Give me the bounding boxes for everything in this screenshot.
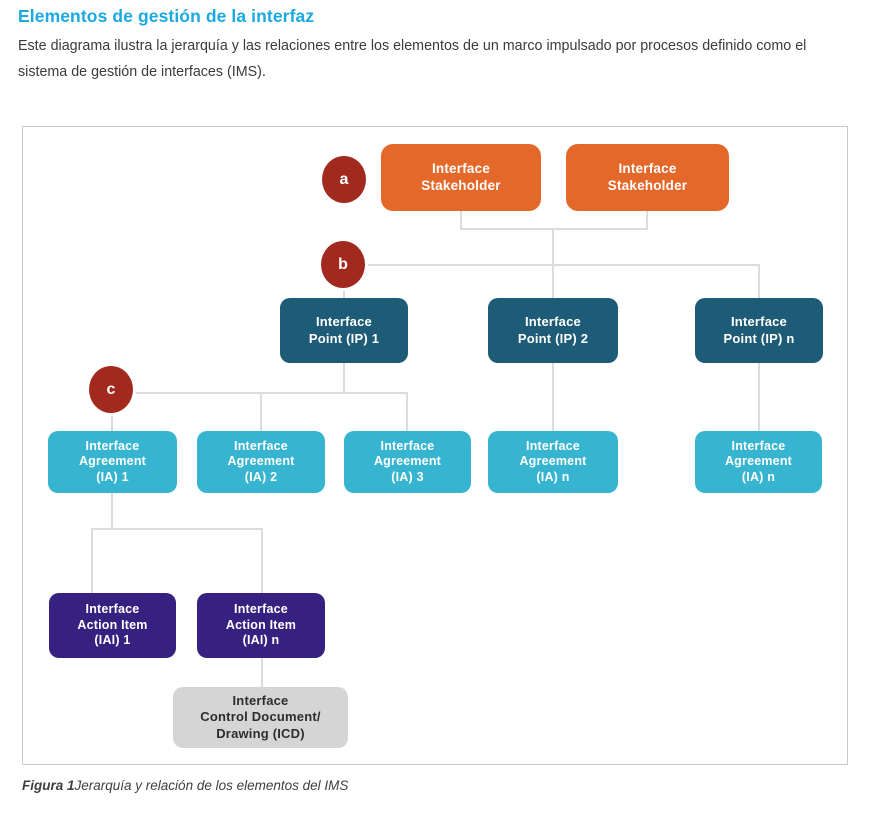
connector-line bbox=[460, 228, 648, 230]
node-interface-control-document: Interface Control Document/ Drawing (ICD… bbox=[173, 687, 348, 748]
figure-caption-label: Figura 1 bbox=[22, 778, 75, 793]
ims-hierarchy-diagram: Interface Stakeholder Interface Stakehol… bbox=[22, 126, 848, 765]
page-title: Elementos de gestión de la interfaz bbox=[18, 6, 315, 26]
node-interface-point-2: Interface Point (IP) 2 bbox=[488, 298, 618, 363]
node-interface-agreement-n-mid: Interface Agreement (IA) n bbox=[488, 431, 618, 493]
connector-line bbox=[111, 392, 408, 394]
connector-line bbox=[758, 264, 760, 298]
connector-line bbox=[260, 393, 262, 431]
figure-caption: Figura 1Jerarquía y relación de los elem… bbox=[22, 778, 348, 793]
node-interface-stakeholder-1: Interface Stakeholder bbox=[381, 144, 541, 211]
node-interface-stakeholder-2: Interface Stakeholder bbox=[566, 144, 729, 211]
figure-caption-text: Jerarquía y relación de los elementos de… bbox=[74, 778, 349, 793]
node-interface-action-item-n: Interface Action Item (IAI) n bbox=[197, 593, 325, 658]
connector-line bbox=[552, 228, 554, 298]
connector-line bbox=[460, 211, 462, 230]
connector-line bbox=[552, 363, 554, 431]
node-interface-action-item-1: Interface Action Item (IAI) 1 bbox=[49, 593, 176, 658]
node-interface-agreement-1: Interface Agreement (IA) 1 bbox=[48, 431, 177, 493]
marker-a: a bbox=[322, 156, 366, 203]
connector-line bbox=[343, 363, 345, 394]
node-interface-agreement-n-right: Interface Agreement (IA) n bbox=[695, 431, 822, 493]
node-interface-agreement-2: Interface Agreement (IA) 2 bbox=[197, 431, 325, 493]
connector-line bbox=[91, 528, 263, 530]
connector-line bbox=[646, 211, 648, 230]
connector-line bbox=[111, 493, 113, 529]
marker-b: b bbox=[321, 241, 365, 288]
marker-c: c bbox=[89, 366, 133, 413]
connector-line bbox=[343, 264, 760, 266]
connector-line bbox=[91, 528, 93, 593]
node-interface-point-n: Interface Point (IP) n bbox=[695, 298, 823, 363]
connector-line bbox=[261, 528, 263, 593]
connector-line bbox=[406, 393, 408, 431]
node-interface-agreement-3: Interface Agreement (IA) 3 bbox=[344, 431, 471, 493]
connector-line bbox=[758, 363, 760, 431]
intro-paragraph: Este diagrama ilustra la jerarquía y las… bbox=[18, 38, 807, 80]
node-interface-point-1: Interface Point (IP) 1 bbox=[280, 298, 408, 363]
connector-line bbox=[261, 658, 263, 687]
